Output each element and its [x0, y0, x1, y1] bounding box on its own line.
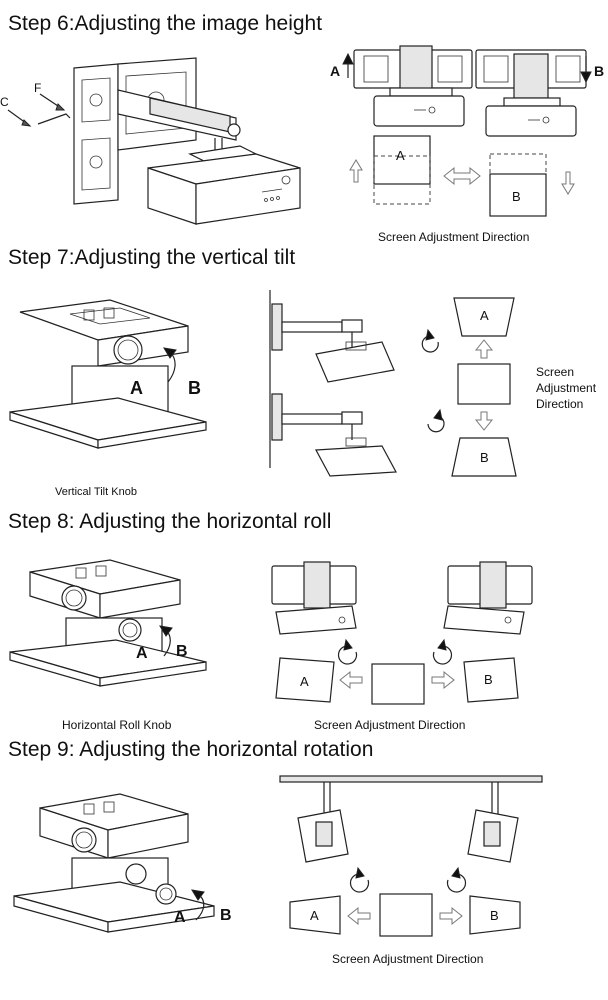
step9-caption: Screen Adjustment Direction — [332, 952, 484, 966]
label-a-up: A — [330, 63, 340, 79]
step6-heading: Step 6:Adjusting the image height — [8, 12, 323, 35]
step8-knob-a: A — [136, 645, 148, 662]
step7-screen-a: A — [480, 308, 489, 323]
step9-screen-a: A — [310, 908, 319, 923]
step7-knob-caption: Vertical Tilt Knob — [55, 486, 137, 498]
label-b-down: B — [594, 63, 604, 79]
step8-heading: Step 8: Adjusting the horizontal roll — [8, 510, 332, 533]
step9-knob-b: B — [220, 907, 232, 924]
step9-screen-b: B — [490, 908, 499, 923]
step8-screen-b: B — [484, 672, 493, 687]
step6-mount-illustration: C F — [0, 57, 301, 225]
callout-c: C — [0, 95, 9, 109]
step9-knob-illustration: A B — [13, 793, 232, 933]
step9-rotation-diagram: A B — [279, 775, 543, 937]
step6-caption: Screen Adjustment Direction — [378, 230, 530, 244]
step7-screen-b: B — [480, 450, 489, 465]
knob-b: B — [188, 378, 201, 398]
step7-knob-illustration: A B — [9, 299, 207, 449]
screen-b: B — [512, 189, 521, 204]
step8-knob-b: B — [176, 643, 188, 660]
step7-side-caption-line2: Adjustment — [536, 381, 597, 395]
step7-side-caption-line3: Direction — [536, 397, 584, 411]
step8-caption: Screen Adjustment Direction — [314, 718, 466, 732]
step9-knob-a: A — [174, 909, 186, 926]
step7-heading: Step 7:Adjusting the vertical tilt — [8, 246, 296, 269]
step8-knob-illustration: A B — [9, 559, 207, 687]
knob-a: A — [130, 378, 143, 398]
step8-roll-diagram: A B — [271, 561, 533, 705]
step7-tilt-diagram: A B — [269, 290, 517, 477]
step8-knob-caption: Horizontal Roll Knob — [62, 718, 172, 732]
step7-side-caption: Screen Adjustment Direction — [536, 364, 596, 412]
callout-f: F — [34, 81, 41, 95]
step8-screen-a: A — [300, 674, 309, 689]
step7-side-caption-line1: Screen — [536, 365, 575, 379]
screen-a: A — [396, 148, 405, 163]
step9-heading: Step 9: Adjusting the horizontal rotatio… — [8, 738, 374, 761]
step6-height-diagram: A B A B — [330, 45, 604, 217]
